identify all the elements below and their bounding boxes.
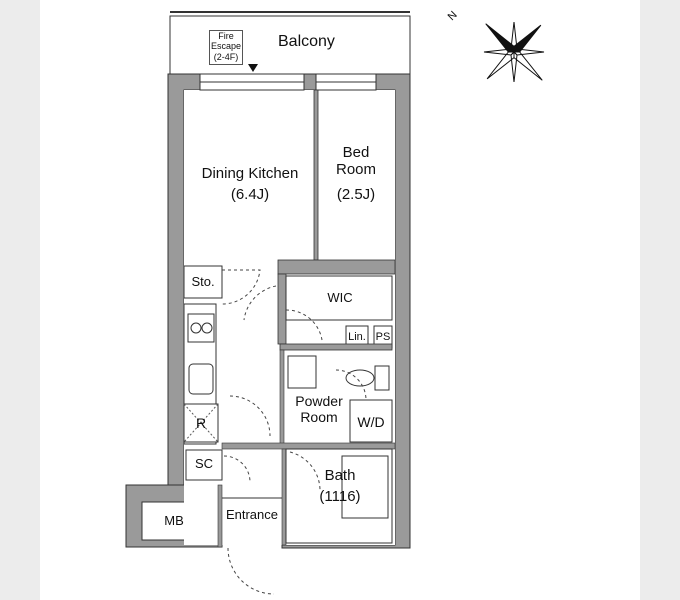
fridge-diagonal-2 bbox=[183, 403, 219, 443]
linen-label: Lin. bbox=[348, 331, 366, 343]
bathtub-icon bbox=[341, 455, 389, 519]
meter-box-label: MB bbox=[164, 513, 184, 528]
toilet-tank bbox=[374, 365, 390, 391]
wic-left-wall bbox=[277, 273, 287, 345]
bath-size: (1116) bbox=[319, 488, 361, 505]
kitchen-sink-icon bbox=[188, 363, 214, 395]
burner-2 bbox=[201, 322, 213, 334]
door-swing-dk bbox=[243, 285, 277, 321]
shoe-cabinet-label: SC bbox=[194, 456, 214, 471]
wash-basin-icon bbox=[287, 355, 317, 389]
door-swing-wic bbox=[285, 309, 323, 341]
wall-above-bath bbox=[221, 442, 396, 450]
ps-label: PS bbox=[375, 331, 391, 343]
powder-room-label: Powder Room bbox=[295, 393, 343, 426]
wic-label: WIC bbox=[327, 290, 353, 305]
dk-bed-partition bbox=[313, 89, 319, 261]
fire-escape-label: Fire Escape (2-4F) bbox=[209, 30, 243, 65]
storage-box bbox=[183, 265, 223, 299]
refrigerator-label: R bbox=[195, 415, 207, 431]
wall-below-bedroom bbox=[277, 259, 396, 275]
wd-box bbox=[349, 399, 393, 443]
entrance-label: Entrance bbox=[225, 507, 279, 522]
bath-wall-left bbox=[281, 448, 287, 546]
bath-label: Bath bbox=[324, 467, 356, 484]
storage-label: Sto. bbox=[191, 274, 215, 289]
entrance-left-wall bbox=[217, 484, 223, 548]
door-swing-bath bbox=[289, 451, 321, 493]
bed-room-size: (2.5J) bbox=[336, 186, 376, 203]
burner-1 bbox=[190, 322, 202, 334]
washer-dryer-label: W/D bbox=[357, 414, 385, 430]
bedroom-floor bbox=[318, 90, 395, 260]
dining-kitchen-label: Dining Kitchen bbox=[201, 165, 299, 182]
sc-box bbox=[185, 449, 223, 481]
wic-floor bbox=[285, 275, 393, 321]
door-swings bbox=[221, 269, 367, 595]
door-swing-powder bbox=[335, 369, 367, 401]
dining-kitchen-size: (6.4J) bbox=[230, 186, 270, 203]
balcony-label: Balcony bbox=[278, 33, 335, 50]
bed-room-label: Bed Room bbox=[335, 144, 376, 179]
compass-rose-icon bbox=[483, 21, 545, 83]
wall-above-powder bbox=[279, 343, 393, 351]
dining-kitchen-floor bbox=[184, 90, 314, 260]
fire-escape-marker-icon bbox=[248, 64, 258, 72]
toilet-icon bbox=[345, 369, 375, 387]
door-swing-kitchen bbox=[229, 395, 271, 437]
door-swing-entrance bbox=[227, 547, 275, 595]
powder-room-wall bbox=[279, 349, 285, 446]
door-swing-sc bbox=[223, 455, 251, 483]
